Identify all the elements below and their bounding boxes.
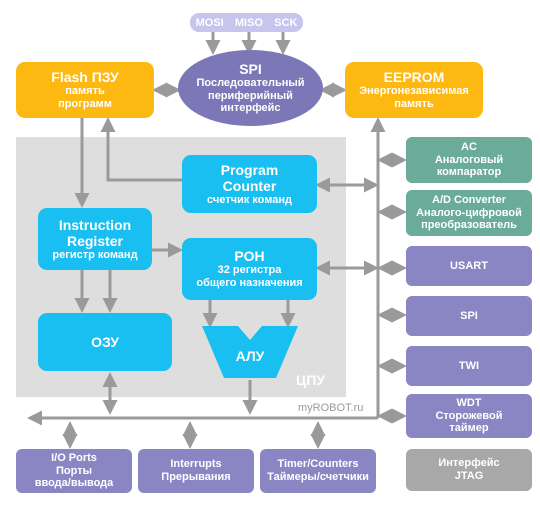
ron-line1: 32 регистра (217, 264, 282, 277)
spi-peripheral-block: SPI (406, 296, 532, 336)
spi-peripheral-title: SPI (460, 309, 478, 322)
io-line2: Порты (56, 464, 92, 477)
ir-title-2: Register (66, 232, 124, 249)
eeprom-line1: Энергонезависимая (359, 85, 469, 98)
jtag-line1: Интерфейс (438, 457, 500, 470)
spi-desc-2: периферийный (208, 89, 293, 102)
interrupts-block: Interrupts Прерывания (138, 449, 254, 493)
adc-line2: преобразователь (421, 219, 517, 232)
alu-label: АЛУ (235, 348, 265, 364)
ac-line1: Аналоговый (434, 153, 504, 166)
io-line3: ввода/вывода (34, 477, 114, 490)
registers-block: РОН 32 регистра общего назначения (182, 238, 317, 300)
pc-title-1: Program (220, 161, 279, 178)
instruction-register-block: Instruction Register регистр команд (38, 208, 152, 270)
wdt-block: WDT Сторожевой таймер (406, 394, 532, 438)
twi-block: TWI (406, 346, 532, 386)
io-ports-block: I/O Ports Порты ввода/вывода (16, 449, 132, 493)
ron-title: РОН (234, 248, 265, 265)
eeprom-block: EEPROM Энергонезависимая память (345, 62, 483, 118)
usart-title: USART (450, 259, 488, 272)
flash-line1: память (65, 85, 105, 98)
ron-line2: общего назначения (196, 277, 303, 290)
flash-title: Flash ПЗУ (51, 69, 119, 86)
flash-rom-block: Flash ПЗУ память программ (16, 62, 154, 118)
spi-desc-3: интерфейс (220, 102, 281, 115)
jtag-line2: JTAG (454, 470, 484, 482)
spi-pins-bar: MOSI MISO SCK (190, 13, 303, 32)
adc-line1: Аналого-цифровой (416, 206, 522, 219)
interrupts-line2: Прерывания (161, 471, 231, 483)
spi-interface-ellipse: SPI Последовательный периферийный интерф… (178, 50, 323, 126)
eeprom-line2: память (394, 98, 434, 111)
spi-title: SPI (239, 60, 262, 77)
ac-line2: компаратор (436, 166, 502, 179)
pc-title-2: Counter (222, 177, 277, 194)
miso-pin-label: MISO (234, 16, 263, 29)
usart-block: USART (406, 246, 532, 286)
adc-block: A/D Converter Аналого-цифровой преобразо… (406, 190, 532, 236)
interrupts-line1: Interrupts (170, 458, 222, 471)
ac-title: AC (461, 141, 477, 154)
wdt-line2: таймер (449, 422, 489, 435)
eeprom-title: EEPROM (383, 69, 445, 86)
ir-sub: регистр команд (52, 248, 138, 261)
ir-title-1: Instruction (58, 216, 132, 233)
sck-pin-label: SCK (274, 16, 298, 29)
wdt-title: WDT (456, 397, 482, 410)
cpu-label: ЦПУ (296, 372, 325, 388)
jtag-block: Интерфейс JTAG (406, 449, 532, 491)
adc-title: A/D Converter (432, 194, 506, 207)
ram-title: ОЗУ (91, 333, 119, 350)
io-line1: I/O Ports (51, 452, 97, 465)
program-counter-block: Program Counter счетчик команд (182, 155, 317, 213)
flash-line2: программ (58, 98, 112, 111)
timers-block: Timer/Counters Таймеры/счетчики (260, 449, 376, 493)
pc-sub: счетчик команд (207, 193, 292, 206)
analog-comparator-block: AC Аналоговый компаратор (406, 137, 532, 183)
timers-line2: Таймеры/счетчики (267, 471, 369, 483)
twi-title: TWI (458, 359, 480, 372)
mosi-pin-label: MOSI (195, 16, 224, 29)
timers-line1: Timer/Counters (277, 458, 359, 471)
spi-desc-1: Последовательный (196, 77, 305, 90)
ram-block: ОЗУ (38, 313, 172, 371)
watermark-text: myROBOT.ru (298, 402, 364, 414)
wdt-line1: Сторожевой (435, 409, 503, 422)
